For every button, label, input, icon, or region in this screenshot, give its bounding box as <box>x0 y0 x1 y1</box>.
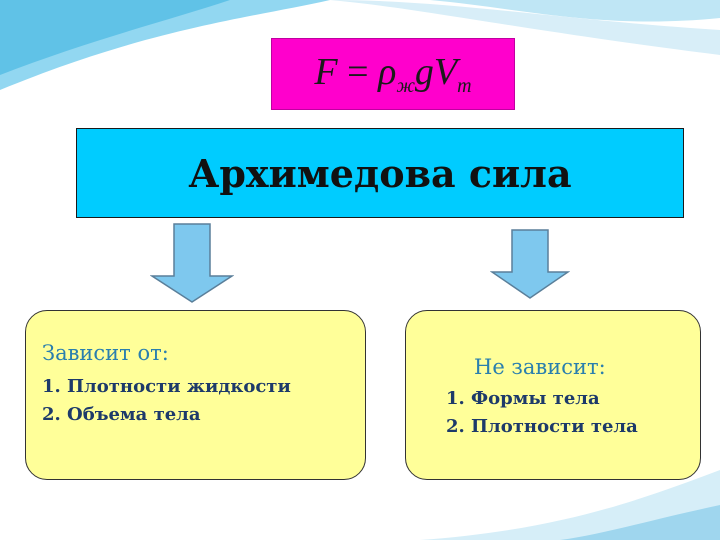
independent-list: 1. Формы тела 2. Плотности тела <box>446 385 638 441</box>
depends-list: 1. Плотности жидкости 2. Объема тела <box>42 373 291 429</box>
formula-box: F = ρжgVт <box>271 38 515 110</box>
arrow-down-right-icon <box>490 229 570 299</box>
independent-heading: Не зависит: <box>474 355 606 379</box>
list-item: 1. Плотности жидкости <box>42 376 291 397</box>
list-item: 1. Формы тела <box>446 388 600 409</box>
list-item: 2. Плотности тела <box>446 416 638 437</box>
independent-panel: Не зависит: 1. Формы тела 2. Плотности т… <box>405 310 701 480</box>
diagram-title: Архимедова сила <box>188 150 572 196</box>
arrow-down-left-icon <box>150 223 234 303</box>
list-item: 2. Объема тела <box>42 404 201 425</box>
archimedes-formula: F = ρжgVт <box>314 51 472 97</box>
depends-heading: Зависит от: <box>42 341 169 365</box>
title-box: Архимедова сила <box>76 128 684 218</box>
depends-panel: Зависит от: 1. Плотности жидкости 2. Объ… <box>25 310 366 480</box>
